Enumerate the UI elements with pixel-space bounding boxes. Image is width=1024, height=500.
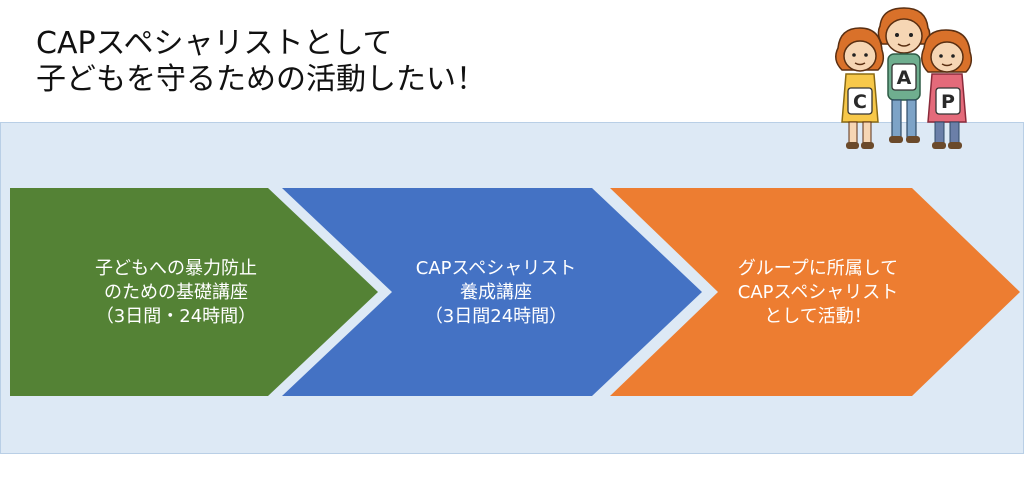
title-line-1: CAPスペシャリストとして [36, 26, 393, 61]
title-line-2: 子どもを守るための活動したい！ [36, 62, 486, 97]
step-3-line-1: グループに所属して [738, 258, 898, 279]
page-title: CAPスペシャリストとして 子どもを守るための活動したい！ [36, 26, 486, 98]
step-1-line-3: （3日間・24時間） [96, 306, 256, 327]
step-2-arrow [282, 188, 702, 396]
step-1-arrow [10, 188, 378, 396]
letter-card-p [935, 87, 961, 115]
step-3-line-3: として活動！ [764, 306, 871, 327]
letter-c: C [853, 91, 867, 113]
letter-a: A [897, 67, 912, 89]
step-2-line-3: （3日間24時間） [425, 306, 567, 327]
letter-p: P [941, 91, 955, 113]
step-3-line-2: CAPスペシャリスト [738, 282, 898, 303]
step-2-line-1: CAPスペシャリスト [416, 258, 576, 279]
step-1-line-1: 子どもへの暴力防止 [95, 258, 257, 279]
step-3-arrow [610, 188, 1020, 396]
letter-card-a [891, 63, 917, 91]
letter-card-c [847, 87, 873, 115]
cap-mascot-illustration: C A P [835, 7, 973, 149]
step-2-line-2: 養成講座 [460, 282, 532, 303]
step-1-line-2: のための基礎講座 [104, 282, 248, 303]
